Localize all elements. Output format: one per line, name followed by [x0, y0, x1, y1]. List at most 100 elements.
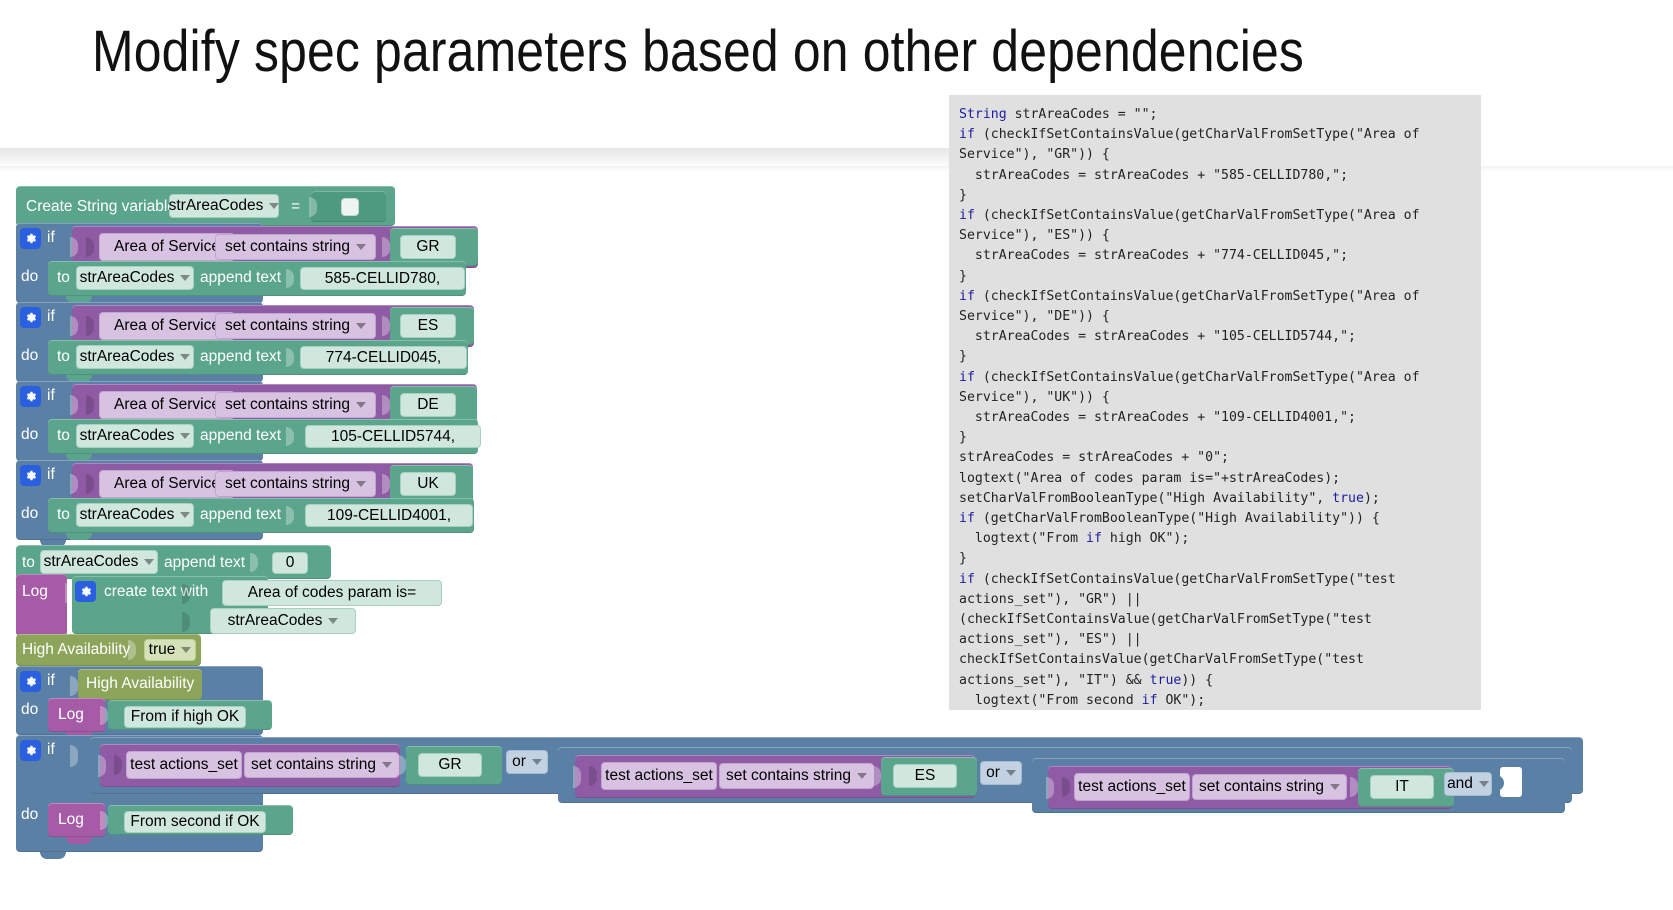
param-field-4[interactable]: Area of Service — [99, 470, 235, 498]
operator-dropdown-7[interactable]: set contains string — [1192, 774, 1347, 800]
chevron-down-icon[interactable] — [269, 203, 280, 209]
create-text-gear-icon[interactable] — [75, 581, 96, 602]
condition-right-socket-2 — [382, 316, 390, 336]
log-block-1[interactable] — [16, 574, 67, 636]
value-field-5[interactable]: GR — [418, 753, 482, 777]
chevron-down-icon[interactable] — [328, 618, 339, 624]
if-second-mutator-gear-icon[interactable] — [20, 740, 41, 761]
log-block-3[interactable] — [48, 803, 105, 837]
if-mutator-gear-icon-1[interactable] — [20, 228, 41, 249]
value-field-5-text: GR — [438, 756, 462, 773]
append-value-field-4[interactable]: 109-CELLID4001, — [305, 504, 473, 527]
operator-dropdown-6[interactable]: set contains string — [719, 763, 874, 789]
create-text-string-field[interactable]: Area of codes param is= — [222, 580, 442, 606]
param-field-1[interactable]: Area of Service — [99, 233, 235, 261]
if-condition-socket-2 — [70, 316, 78, 336]
create-text-item-socket-1 — [182, 584, 190, 604]
logic-joiner-dropdown-3[interactable]: and — [1444, 772, 1492, 796]
chevron-down-icon[interactable] — [531, 759, 542, 765]
logic-joiner-dropdown-1[interactable]: or — [506, 750, 548, 774]
param-field-7[interactable]: test actions_set — [1074, 773, 1190, 801]
append-variable-dropdown-1[interactable]: strAreaCodes — [76, 266, 194, 290]
append-zero-variable-dropdown[interactable]: strAreaCodes — [40, 550, 158, 574]
append-zero-variable-dropdown-text: strAreaCodes — [43, 553, 139, 570]
chevron-down-icon[interactable] — [180, 354, 191, 360]
param-field-3[interactable]: Area of Service — [99, 391, 235, 419]
term2-right-socket — [873, 766, 881, 786]
operator-dropdown-4[interactable]: set contains string — [215, 471, 376, 497]
empty-logic-socket-notch — [1496, 775, 1504, 791]
chevron-down-icon[interactable] — [180, 512, 191, 518]
operator-dropdown-4-text: set contains string — [225, 475, 350, 492]
chevron-down-icon[interactable] — [355, 402, 366, 408]
value-field-3[interactable]: DE — [400, 393, 456, 417]
append-value-field-2-text: 774-CELLID045, — [325, 348, 442, 366]
append-variable-dropdown-4[interactable]: strAreaCodes — [76, 503, 194, 527]
chevron-down-icon[interactable] — [180, 275, 191, 281]
value-field-1[interactable]: GR — [400, 235, 456, 259]
param-field-6[interactable]: test actions_set — [601, 762, 717, 790]
chevron-down-icon[interactable] — [1478, 781, 1489, 787]
append-value-socket-4 — [286, 506, 294, 525]
chevron-down-icon[interactable] — [181, 647, 192, 653]
high-availability-condition-block[interactable] — [78, 669, 202, 700]
chevron-down-icon[interactable] — [144, 559, 155, 565]
operator-dropdown-5[interactable]: set contains string — [244, 752, 399, 778]
operator-dropdown-6-text: set contains string — [726, 767, 851, 784]
if-mutator-gear-icon-4[interactable] — [20, 465, 41, 486]
append-value-field-1[interactable]: 585-CELLID780, — [300, 267, 465, 290]
append-to-label-2: to — [57, 348, 70, 365]
create-text-variable-dropdown[interactable]: strAreaCodes — [210, 608, 356, 634]
term3-left-socket — [1062, 777, 1070, 797]
chevron-down-icon[interactable] — [355, 323, 366, 329]
append-variable-dropdown-3-text: strAreaCodes — [79, 427, 175, 444]
create-var-name-dropdown[interactable]: strAreaCodes — [169, 194, 280, 218]
if-high-mutator-gear-icon[interactable] — [20, 671, 41, 692]
value-field-6[interactable]: ES — [893, 764, 957, 788]
append-text-label-1: append text — [200, 269, 282, 286]
if-mutator-gear-icon-2[interactable] — [20, 307, 41, 328]
value-field-7[interactable]: IT — [1370, 775, 1434, 799]
log-text-field-2[interactable]: From if high OK — [124, 706, 246, 728]
append-value-field-3[interactable]: 105-CELLID5744, — [305, 425, 481, 448]
value-field-4[interactable]: UK — [400, 472, 456, 496]
log-block-2[interactable] — [48, 698, 105, 732]
if-second-condition-socket — [70, 745, 78, 767]
logic-joiner-dropdown-2[interactable]: or — [980, 761, 1022, 785]
param-field-2-text: Area of Service — [114, 317, 220, 334]
append-notch-3 — [66, 454, 92, 461]
param-field-2[interactable]: Area of Service — [99, 312, 235, 340]
empty-logic-socket[interactable] — [1500, 767, 1522, 797]
operator-dropdown-1[interactable]: set contains string — [215, 234, 376, 260]
term1-right-socket — [398, 755, 406, 775]
if-mutator-gear-icon-3[interactable] — [20, 386, 41, 407]
append-value-field-2[interactable]: 774-CELLID045, — [300, 346, 467, 369]
high-availability-value-dropdown[interactable]: true — [144, 639, 196, 661]
param-field-3-text: Area of Service — [114, 396, 220, 413]
operator-dropdown-2[interactable]: set contains string — [215, 313, 376, 339]
chevron-down-icon[interactable] — [1005, 770, 1016, 776]
append-variable-dropdown-3[interactable]: strAreaCodes — [76, 424, 194, 448]
condition-right-socket-4 — [382, 474, 390, 494]
chevron-down-icon[interactable] — [381, 762, 392, 768]
value-field-2[interactable]: ES — [400, 314, 456, 338]
append-value-socket-2 — [286, 348, 294, 367]
empty-string-field[interactable] — [341, 198, 359, 216]
chevron-down-icon[interactable] — [856, 773, 867, 779]
chevron-down-icon[interactable] — [1329, 784, 1340, 790]
operator-dropdown-3[interactable]: set contains string — [215, 392, 376, 418]
param-field-5[interactable]: test actions_set — [126, 751, 242, 779]
chevron-down-icon[interactable] — [180, 433, 191, 439]
append-variable-dropdown-2-text: strAreaCodes — [79, 348, 175, 365]
append-text-label-3: append text — [200, 427, 282, 444]
append-zero-value-field[interactable]: 0 — [272, 552, 308, 574]
if-second-label: if — [47, 741, 55, 758]
append-variable-dropdown-4-text: strAreaCodes — [79, 506, 175, 523]
log-text-field-3[interactable]: From second if OK — [124, 811, 266, 833]
create-text-variable-dropdown-text: strAreaCodes — [227, 612, 323, 629]
append-variable-dropdown-2[interactable]: strAreaCodes — [76, 345, 194, 369]
chevron-down-icon[interactable] — [355, 244, 366, 250]
param-field-1-text: Area of Service — [114, 238, 220, 255]
chevron-down-icon[interactable] — [355, 481, 366, 487]
